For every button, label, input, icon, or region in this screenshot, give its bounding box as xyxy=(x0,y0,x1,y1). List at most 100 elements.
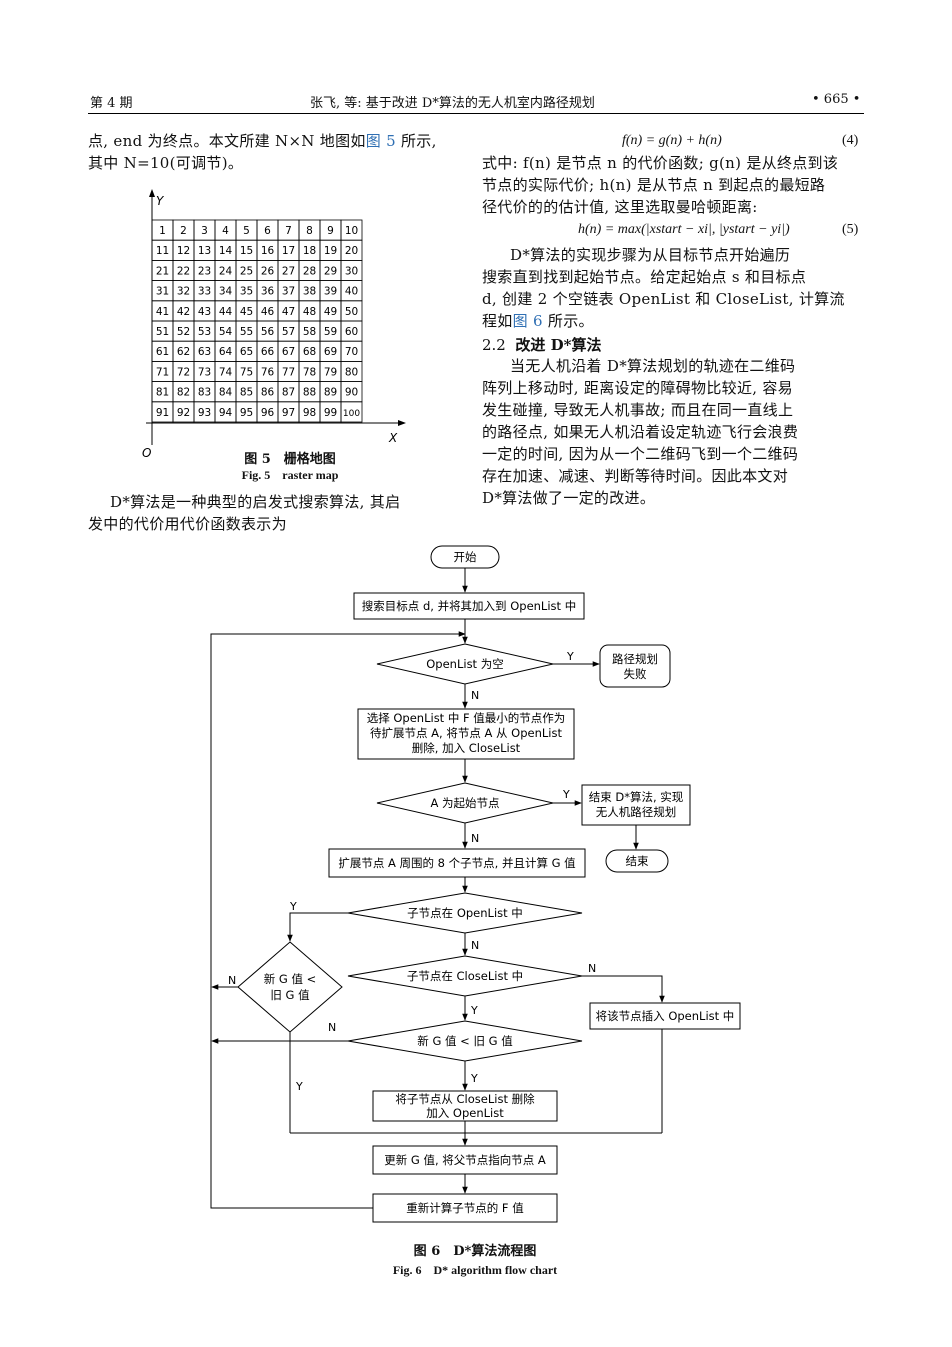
grid-cell-number: 87 xyxy=(282,387,295,399)
y-label-child-in-open: Y xyxy=(289,900,297,913)
grid-cell-number: 47 xyxy=(282,306,295,318)
finish-label-2: 无人机路径规划 xyxy=(596,805,677,819)
grid-cell-number: 13 xyxy=(198,245,211,257)
right-line-12: 一定的时间, 因为从一个二维码飞到一个二维码 xyxy=(482,445,799,463)
grid-cell-number: 17 xyxy=(282,245,295,257)
grid-cell xyxy=(340,401,363,423)
grid-cell-number: 73 xyxy=(198,366,211,378)
end-terminal xyxy=(605,849,669,873)
expand-label: 扩展节点 A 周围的 8 个子节点, 并且计算 G 值 xyxy=(338,856,576,870)
grid-cell-number: 20 xyxy=(345,245,358,257)
grid-cell-number: 100 xyxy=(343,409,360,419)
grid-cell-number: 9 xyxy=(327,225,334,237)
update-g-label: 更新 G 值, 将父节点指向节点 A xyxy=(384,1153,546,1167)
finish-label-1: 结束 D*算法, 实现 xyxy=(589,790,684,804)
fail-label-1: 路径规划 xyxy=(612,652,658,666)
right-line-4: D*算法的实现步骤为从目标节点开始遍历 xyxy=(510,246,791,264)
right-line-5: 搜索直到找到起始节点。给定起始点 s 和目标点 xyxy=(482,268,807,286)
grid-cell-number: 54 xyxy=(219,326,233,338)
new-g-less-label-2: 旧 G 值 xyxy=(270,988,310,1002)
grid-cell-number: 95 xyxy=(240,407,253,419)
origin-label: O xyxy=(142,446,151,460)
openlist-empty-label: OpenList 为空 xyxy=(426,657,503,671)
new-g-less-old-g-label: 新 G 值 < 旧 G 值 xyxy=(417,1034,513,1048)
left-para-1-line-1: 点, end 为终点。本文所建 N×N 地图如图 5 所示, xyxy=(88,132,437,150)
grid-cell-number: 6 xyxy=(264,225,271,237)
grid-cell-number: 18 xyxy=(303,245,316,257)
n-label-new-g-old-g: N xyxy=(328,1021,336,1034)
n-label-child-in-open: N xyxy=(471,939,479,952)
grid-cell-number: 90 xyxy=(345,387,358,399)
grid-cell-number: 41 xyxy=(156,306,169,318)
grid-cell-number: 70 xyxy=(345,346,358,358)
left-para-2-line-2: 发中的代价用代价函数表示为 xyxy=(88,515,287,533)
grid-cell-number: 16 xyxy=(261,245,275,257)
grid-cell-number: 72 xyxy=(177,366,190,378)
right-line-2: 节点的实际代价; h(n) 是从节点 n 到起点的最短路 xyxy=(482,176,826,194)
grid-cell-number: 26 xyxy=(261,265,275,277)
grid-cell-number: 33 xyxy=(198,286,211,298)
grid-cell-number: 10 xyxy=(345,225,358,237)
grid-cell-number: 53 xyxy=(198,326,211,338)
grid-cell-number: 11 xyxy=(156,245,169,257)
left-para-2-line-1: D*算法是一种典型的启发式搜索算法, 其启 xyxy=(110,493,401,511)
grid-cell-number: 69 xyxy=(324,346,337,358)
grid-cell-number: 39 xyxy=(324,286,337,298)
grid-cell-number: 93 xyxy=(198,407,211,419)
grid-cell-number: 74 xyxy=(219,366,233,378)
expand-node-box xyxy=(328,848,586,878)
grid-cell-number: 67 xyxy=(282,346,295,358)
child-in-openlist-label: 子节点在 OpenList 中 xyxy=(407,906,523,920)
right-line-10: 发生碰撞, 导致无人机事故; 而且在同一直线上 xyxy=(482,401,794,419)
equation-5-number: (5) xyxy=(842,222,859,237)
grid-cell-number: 23 xyxy=(198,265,211,277)
grid-cell-number: 98 xyxy=(303,407,316,419)
recalc-f-label: 重新计算子节点的 F 值 xyxy=(406,1201,524,1215)
grid-cell-number: 29 xyxy=(324,265,337,277)
grid-cell-number: 45 xyxy=(240,306,253,318)
grid-cell-number: 42 xyxy=(177,306,190,318)
select-label-2: 待扩展节点 A, 将节点 A 从 OpenList xyxy=(370,726,562,740)
left-para-1-line-2: 其中 N=10(可调节)。 xyxy=(88,154,244,172)
y-label-child-in-close: Y xyxy=(470,1004,478,1017)
grid-cell-number: 28 xyxy=(303,265,316,277)
grid-cell-number: 99 xyxy=(324,407,337,419)
grid-cell-number: 25 xyxy=(240,265,253,277)
grid-cell-number: 66 xyxy=(261,346,275,358)
select-node-box xyxy=(357,708,575,760)
grid-cell-number: 31 xyxy=(156,286,169,298)
remove-label-1: 将子节点从 CloseList 删除 xyxy=(395,1092,535,1106)
grid-cell-number: 38 xyxy=(303,286,316,298)
right-line-7: 程如图 6 所示。 xyxy=(482,312,594,330)
select-label-3: 删除, 加入 CloseList xyxy=(412,741,521,755)
right-line-9: 阵列上移动时, 距离设定的障碍物比较近, 容易 xyxy=(482,379,793,397)
y-label-new-g-old-g: Y xyxy=(470,1072,478,1085)
grid-cell-number: 57 xyxy=(282,326,295,338)
select-label-1: 选择 OpenList 中 F 值最小的节点作为 xyxy=(367,711,566,725)
grid-cell-number: 59 xyxy=(324,326,337,338)
grid-cell-number: 27 xyxy=(282,265,295,277)
n-label-openlist-empty: N xyxy=(471,689,479,702)
right-line-6: d, 创建 2 个空链表 OpenList 和 CloseList, 计算流 xyxy=(482,290,845,308)
grid-cell-number: 30 xyxy=(345,265,358,277)
grid-cell-number: 14 xyxy=(219,245,233,257)
grid-cell-number: 34 xyxy=(219,286,233,298)
grid-cell-number: 12 xyxy=(177,245,190,257)
fail-label-2: 失败 xyxy=(624,667,647,681)
grid-cell-number: 60 xyxy=(345,326,358,338)
grid-cell-number: 83 xyxy=(198,387,211,399)
grid-cell-number: 75 xyxy=(240,366,253,378)
right-line-3: 径代价的的估计值, 这里选取曼哈顿距离: xyxy=(482,198,758,216)
fig5-reference-link[interactable]: 图 5 xyxy=(365,132,396,150)
grid-cell-number: 85 xyxy=(240,387,253,399)
right-line-13: 存在加速、减速、判断等待时间。因此本文对 xyxy=(482,467,789,485)
fig6-reference-link[interactable]: 图 6 xyxy=(512,312,543,330)
end-label: 结束 xyxy=(626,854,649,868)
grid-cell-number: 24 xyxy=(219,265,233,277)
equation-4-number: (4) xyxy=(842,133,859,148)
grid-cell-number: 52 xyxy=(177,326,190,338)
running-title: 张飞, 等: 基于改进 D*算法的无人机室内路径规划 xyxy=(310,96,595,111)
grid-cell-number: 80 xyxy=(345,366,358,378)
grid-cell-number: 91 xyxy=(156,407,169,419)
